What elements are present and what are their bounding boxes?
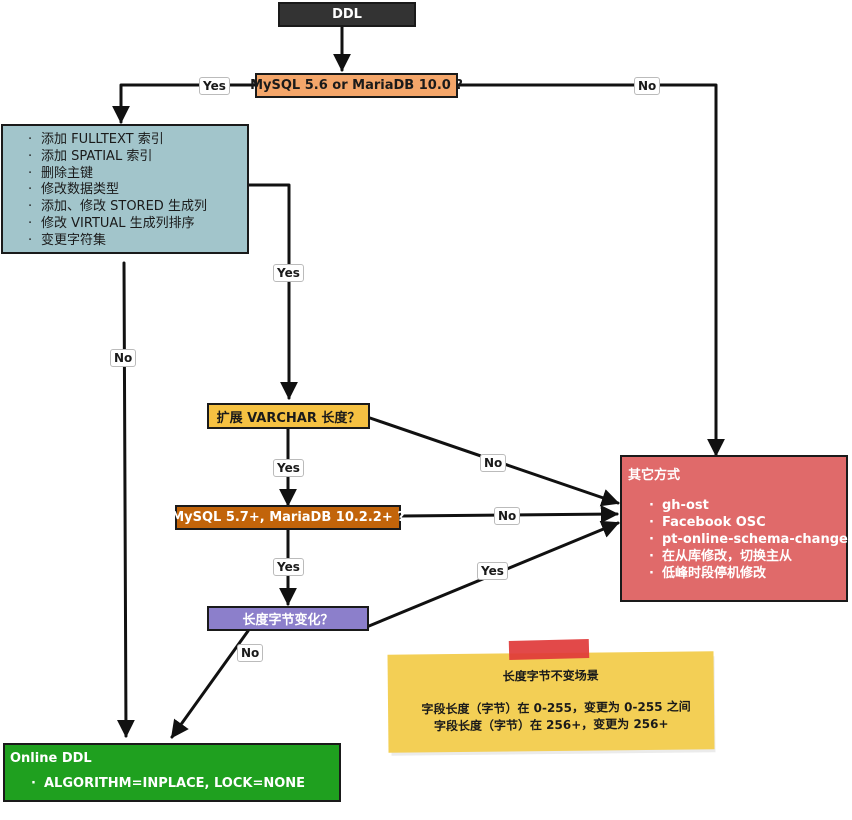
version2-decision-label: MySQL 5.7+, MariaDB 10.2.2+ ? [171,510,405,525]
ops-list-item: 添加 FULLTEXT 索引 [25,132,247,149]
edge-label-ops-no: No [110,349,137,367]
edge-version-yes [112,83,257,124]
other-methods-item: 在从库修改，切换主从 [646,548,846,565]
other-methods-item: 低峰时段停机修改 [646,565,846,582]
varchar-decision-label: 扩展 VARCHAR 长度？ [216,410,361,426]
edge-bytes-no [170,629,250,739]
online-ddl-title: Online DDL [10,751,92,766]
ops-list-item: 添加、修改 STORED 生成列 [25,199,247,216]
version-decision-node: MySQL 5.6 or MariaDB 10.0 ? [250,73,463,98]
ops-list: 添加 FULLTEXT 索引添加 SPATIAL 索引删除主键修改数据类型添加、… [25,132,247,250]
online-ddl-node: Online DDL ALGORITHM=INPLACE, LOCK=NONE [3,743,341,802]
ddl-node-label: DDL [332,7,362,22]
ops-list-node: 添加 FULLTEXT 索引添加 SPATIAL 索引删除主键修改数据类型添加、… [1,124,249,254]
other-methods-item: pt-online-schema-change [646,531,848,548]
edge-label-version-no: No [634,77,661,95]
sticky-note: 长度字节不变场景 字段长度（字节）在 0-255，变更为 0-255 之间 字段… [387,651,715,753]
varchar-decision-node: 扩展 VARCHAR 长度？ [207,403,370,429]
edge-label-bytes-no: No [237,644,264,662]
version-decision-label: MySQL 5.6 or MariaDB 10.0 ? [250,78,463,93]
ops-list-item: 添加 SPATIAL 索引 [25,149,247,166]
ops-list-item: 修改数据类型 [25,182,247,199]
other-methods-title: 其它方式 [628,468,681,483]
ddl-node: DDL [278,2,416,27]
sticky-note-tape [508,638,590,661]
edge-version-no [456,83,725,457]
sticky-note-title: 长度字节不变场景 [502,668,599,684]
bytes-decision-node: 长度字节变化？ [207,606,369,631]
other-methods-list: gh-ostFacebook OSCpt-online-schema-chang… [628,497,848,582]
ops-list-item: 删除主键 [25,166,247,183]
online-ddl-list: ALGORITHM=INPLACE, LOCK=NONE [10,776,339,792]
other-methods-item: gh-ost [646,497,846,514]
edge-label-version-yes: Yes [199,77,230,95]
edge-ops-yes [247,183,298,400]
bytes-decision-label: 长度字节变化？ [242,613,334,628]
edge-label-varchar-no: No [480,454,507,472]
ops-list-item: 变更字符集 [25,233,247,250]
ops-list-item: 修改 VIRTUAL 生成列排序 [25,216,247,233]
version2-decision-node: MySQL 5.7+, MariaDB 10.2.2+ ? [171,505,405,530]
online-ddl-item: ALGORITHM=INPLACE, LOCK=NONE [28,776,339,792]
edge-label-bytes-yes: Yes [477,562,508,580]
other-methods-node: 其它方式 gh-ostFacebook OSCpt-online-schema-… [620,455,848,602]
sticky-note-line-2: 字段长度（字节）在 256+，变更为 256+ [433,716,669,734]
other-methods-item: Facebook OSC [646,514,846,531]
edge-label-version2-yes: Yes [273,558,304,576]
edge-label-version2-no: No [494,507,521,525]
edge-label-varchar-yes: Yes [273,459,304,477]
edge-ops-no [116,261,135,738]
edge-label-ops-yes: Yes [273,264,304,282]
